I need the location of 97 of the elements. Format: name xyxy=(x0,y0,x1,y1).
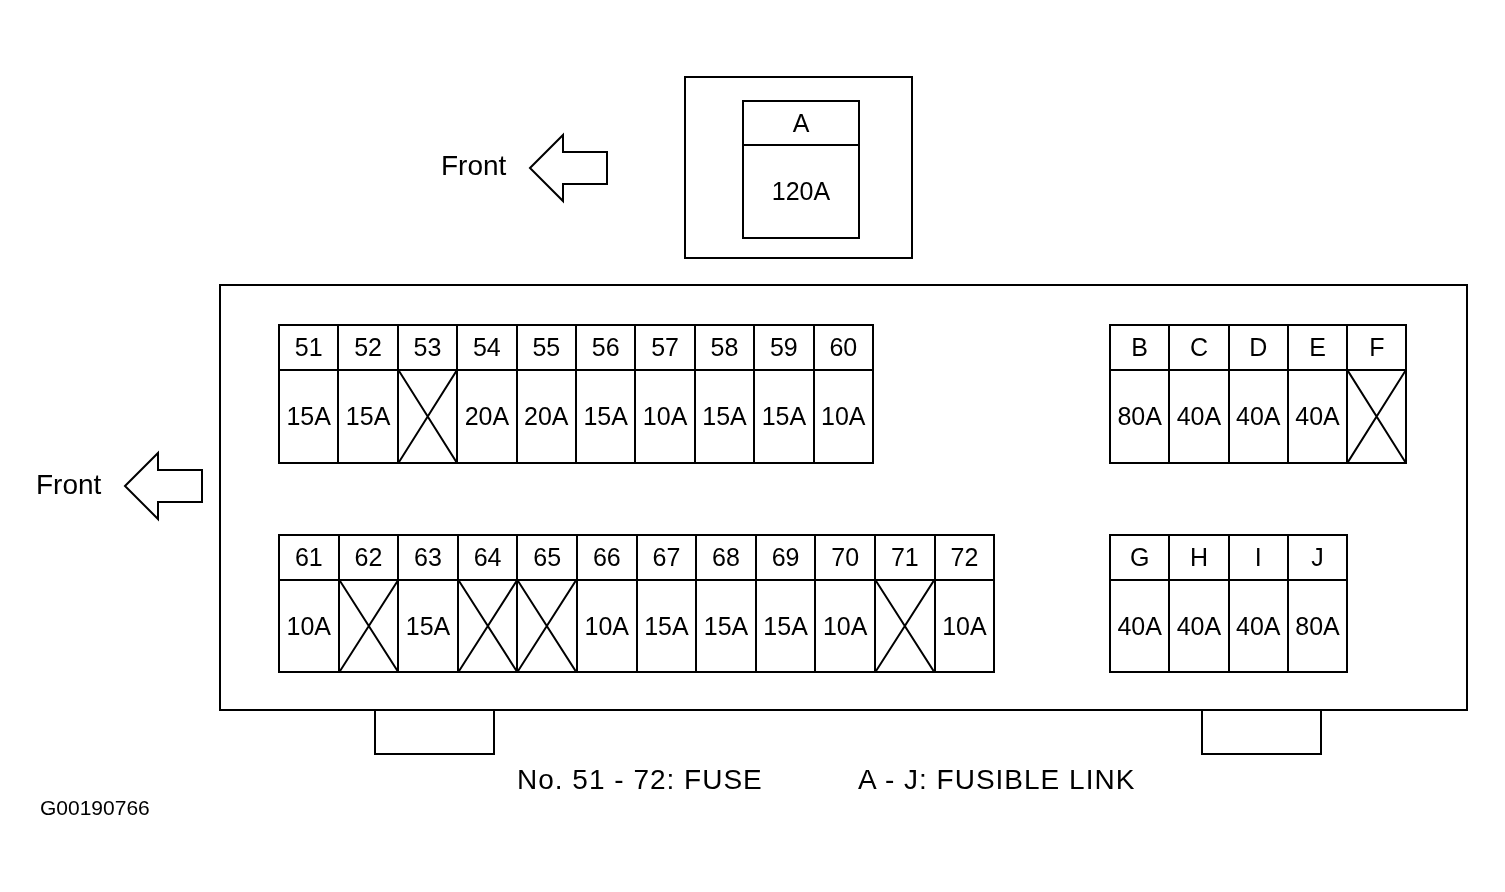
slot-label: 70 xyxy=(831,543,860,572)
fuse-rating: 10A xyxy=(286,611,332,641)
fuse-slot xyxy=(575,324,637,464)
fuse-slot xyxy=(1227,324,1289,464)
fusible-link-block xyxy=(684,76,913,259)
fuse-slot xyxy=(278,324,340,464)
slot-label: 56 xyxy=(591,333,620,362)
slot-label: 61 xyxy=(294,543,323,572)
fuse-slot xyxy=(516,534,578,673)
fuse-slot xyxy=(814,534,876,673)
direction-label: Front xyxy=(36,469,102,501)
fuse-rating: 120A xyxy=(771,177,831,206)
fuse-slot xyxy=(396,324,459,464)
fuse-box-outline xyxy=(219,284,1468,711)
slot-label: G xyxy=(1129,543,1150,572)
fuse-slot xyxy=(1227,534,1289,673)
fuse-rating: 80A xyxy=(1295,611,1340,641)
fuse-rating: 10A xyxy=(822,611,868,641)
fuse-rating: 80A xyxy=(1117,402,1162,431)
slot-label: B xyxy=(1131,333,1148,362)
slot-label: 52 xyxy=(354,333,382,362)
fuse-rating: 40A xyxy=(1176,402,1222,431)
fuse-slot xyxy=(456,534,519,673)
slot-label: 60 xyxy=(829,333,858,362)
fuse-slot xyxy=(397,534,459,673)
fuse-rating: 15A xyxy=(583,402,628,431)
fuse-slot xyxy=(337,324,399,464)
slot-label: 57 xyxy=(651,333,679,362)
slot-label: 64 xyxy=(473,543,502,572)
fuse-rating: 10A xyxy=(942,611,987,641)
fuse-rating: 40A xyxy=(1176,611,1222,641)
slot-label: J xyxy=(1311,543,1324,572)
fuse-rating: 15A xyxy=(405,611,451,641)
figure-id: G00190766 xyxy=(40,796,150,820)
slot-label: 53 xyxy=(413,333,442,362)
fuse-slot xyxy=(634,324,696,464)
fuse-rating: 15A xyxy=(345,402,391,431)
slot-label: 63 xyxy=(414,543,442,572)
fuse-rating: 10A xyxy=(584,611,630,641)
slot-label: 65 xyxy=(533,543,562,572)
fusible-link-slot xyxy=(742,100,860,239)
fuse-rating: 15A xyxy=(702,402,747,431)
slot-label: 51 xyxy=(294,333,323,362)
slot-label: 62 xyxy=(354,543,383,572)
fuse-slot xyxy=(1109,534,1171,673)
fuse-rating: 15A xyxy=(644,611,689,641)
slot-label: E xyxy=(1309,333,1326,362)
slot-label: 66 xyxy=(592,543,621,572)
fuse-slot xyxy=(337,534,400,673)
fuse-rating: 15A xyxy=(703,611,749,641)
fuse-slot xyxy=(1109,324,1171,464)
direction-label: Front xyxy=(441,150,507,182)
fuse-slot xyxy=(635,534,698,673)
fuse-rating: 10A xyxy=(821,402,866,431)
fuse-rating: 20A xyxy=(524,402,569,431)
fuse-slot xyxy=(695,534,757,673)
slot-label: D xyxy=(1249,333,1268,362)
legend-note: A - J: FUSIBLE LINK xyxy=(858,764,1136,796)
fuse-slot xyxy=(933,534,996,673)
fuse-rating: 40A xyxy=(1236,611,1281,641)
slot-label: C xyxy=(1189,333,1208,362)
slot-label: 54 xyxy=(472,333,501,362)
fuse-slot xyxy=(874,534,936,673)
slot-label: 59 xyxy=(769,333,798,362)
fuse-slot xyxy=(1286,534,1349,673)
slot-label: 71 xyxy=(890,543,919,572)
slot-label: H xyxy=(1189,543,1208,572)
legend-note: No. 51 - 72: FUSE xyxy=(517,764,763,796)
fuse-slot xyxy=(1168,324,1230,464)
fuse-rating: 40A xyxy=(1236,402,1281,431)
fuse-rating: 10A xyxy=(642,402,688,431)
fuse-slot xyxy=(1168,534,1230,673)
slot-label: 69 xyxy=(771,543,800,572)
fuse-slot xyxy=(754,534,817,673)
fuse-rating: 40A xyxy=(1295,402,1340,431)
slot-label: 68 xyxy=(712,543,740,572)
fuse-slot xyxy=(1286,324,1349,464)
slot-label: I xyxy=(1254,543,1262,572)
fuse-slot xyxy=(278,534,340,673)
fuse-slot xyxy=(1346,324,1408,464)
fuse-slot xyxy=(753,324,815,464)
fuse-slot xyxy=(576,534,638,673)
fuse-slot xyxy=(693,324,756,464)
fuse-slot xyxy=(456,324,518,464)
fuse-slot xyxy=(515,324,577,464)
fuse-rating: 15A xyxy=(763,611,808,641)
fuse-rating: 20A xyxy=(464,402,510,431)
slot-label: 55 xyxy=(532,333,561,362)
fuse-rating: 15A xyxy=(286,402,331,431)
slot-label: 67 xyxy=(652,543,681,572)
fuse-slot xyxy=(812,324,874,464)
fuse-rating: 40A xyxy=(1117,611,1162,641)
slot-label: F xyxy=(1369,333,1385,362)
slot-label: 72 xyxy=(950,543,979,572)
slot-label: A xyxy=(792,108,810,138)
fuse-rating: 15A xyxy=(761,402,807,431)
slot-label: 58 xyxy=(710,333,739,362)
